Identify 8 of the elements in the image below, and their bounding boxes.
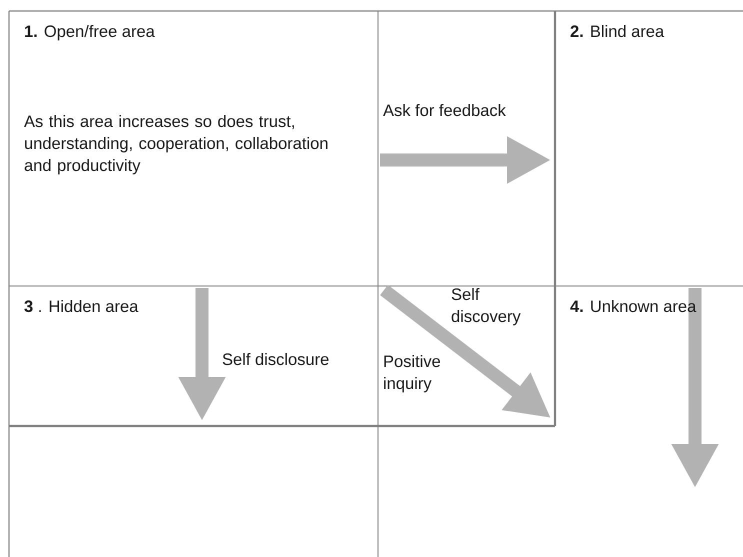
arrow-label: Ask for feedback <box>383 104 506 116</box>
quadrant-area: 4. Unknown area <box>570 300 696 312</box>
quadrant-area: 3 . Hidden area <box>24 300 138 312</box>
arrow-label: Positive inquiry <box>384 355 440 392</box>
quadrant-area: 1. Open/free area As this area increases so does trust, understanding, cooperation, collaboration and productivity <box>24 25 328 174</box>
arrow-label: Self discovery <box>452 288 521 326</box>
arrow-label: Self disclosure <box>222 353 329 366</box>
quadrant-area: 2. Blind area <box>570 25 664 38</box>
